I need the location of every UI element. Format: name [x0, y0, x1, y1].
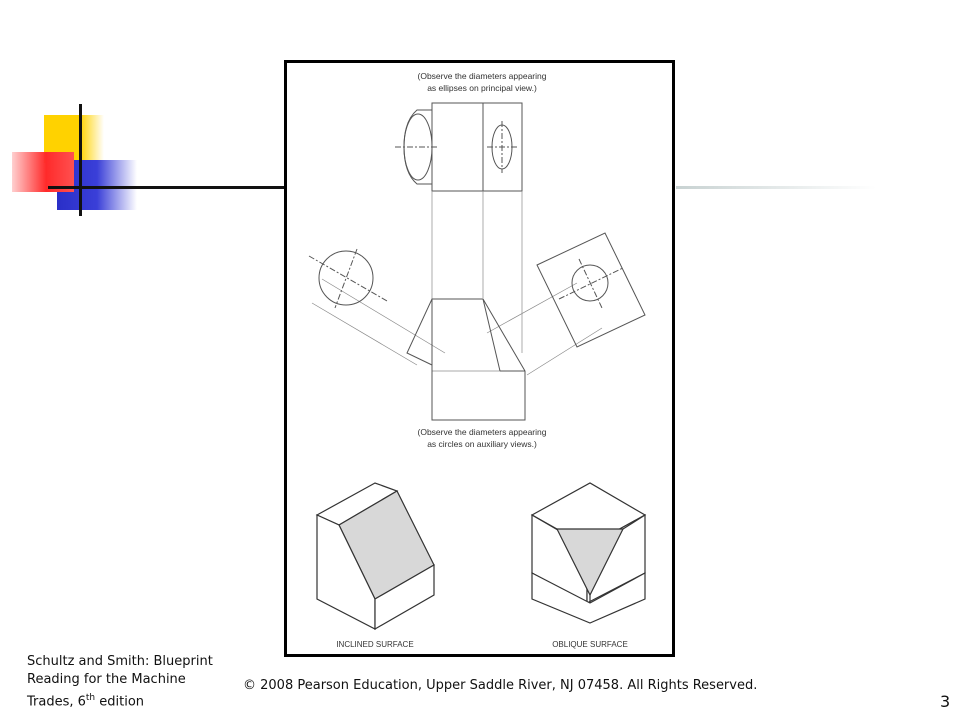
drawing-canvas: (Observe the diameters appearing as elli…: [308, 71, 647, 649]
citation-line-3-prefix: Trades, 6: [27, 694, 86, 710]
oblique-edge-left: [531, 514, 558, 530]
note-bottom-line1: (Observe the diameters appearing: [418, 427, 547, 437]
caption-inclined-surface: INCLINED SURFACE: [336, 640, 413, 649]
right-aux-circle: [571, 264, 609, 302]
copyright-notice: © 2008 Pearson Education, Upper Saddle R…: [243, 678, 758, 693]
technical-drawing-figure: (Observe the diameters appearing as elli…: [284, 60, 675, 657]
decor-horizontal-rule-fade: [676, 186, 876, 189]
citation-line-3: Trades, 6th edition: [27, 689, 237, 711]
right-auxiliary-view: [536, 232, 646, 348]
decor-horizontal-rule: [48, 186, 288, 189]
front-view-edge-right: [482, 298, 501, 372]
left-aux-center-line-2: [334, 248, 358, 309]
note-bottom-line2: as circles on auxiliary views.): [427, 439, 537, 449]
source-citation: Schultz and Smith: Blueprint Reading for…: [27, 653, 237, 711]
citation-line-2: Reading for the Machine: [27, 672, 186, 687]
projection-line-aux-left-1: [321, 278, 446, 354]
oblique-surface-block: [530, 482, 647, 624]
note-top-line2: as ellipses on principal view.): [427, 83, 537, 93]
inclined-surface-block: [315, 482, 435, 631]
decor-vertical-rule: [79, 104, 82, 216]
right-aux-center-line-2: [578, 258, 603, 309]
projection-line-aux-right-1: [486, 282, 578, 334]
front-view: [406, 298, 526, 421]
citation-line-3-suffix: edition: [95, 694, 145, 710]
citation-line-1: Schultz and Smith: Blueprint: [27, 654, 213, 669]
projection-line-aux-left-2: [311, 302, 418, 366]
front-view-outline: [406, 298, 526, 421]
projection-lines: [311, 191, 603, 376]
oblique-block-base: [531, 571, 646, 624]
left-aux-circle: [318, 250, 374, 306]
note-top-line1: (Observe the diameters appearing: [418, 71, 547, 81]
left-aux-center-line-1: [308, 255, 388, 302]
decor-red-square: [12, 152, 74, 192]
left-auxiliary-view: [308, 248, 388, 309]
page-number: 3: [940, 692, 951, 711]
inclined-block-front-face: [374, 563, 435, 631]
projection-line-aux-right-2: [526, 327, 603, 376]
citation-superscript: th: [85, 693, 96, 703]
principal-view: [395, 102, 523, 192]
oblique-edge-right: [622, 514, 646, 530]
oblique-surface-face: [556, 528, 624, 597]
caption-oblique-surface: OBLIQUE SURFACE: [552, 640, 628, 649]
right-aux-box: [536, 232, 646, 348]
